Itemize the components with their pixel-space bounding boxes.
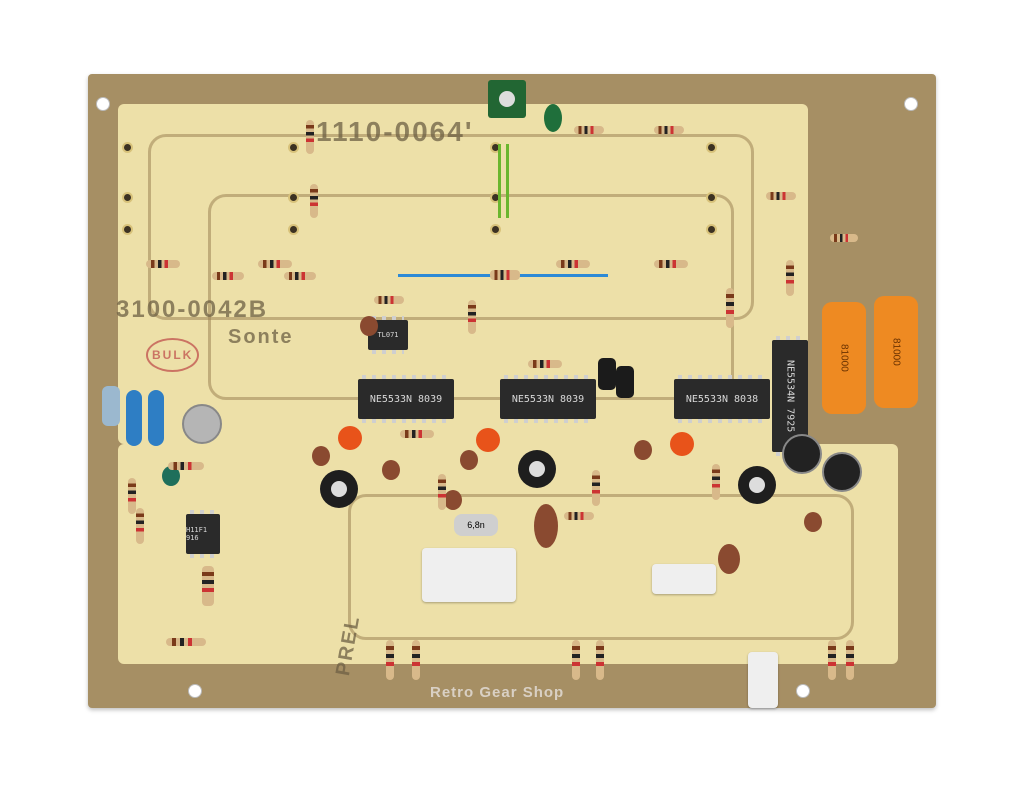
ceramic-capacitor bbox=[718, 544, 740, 574]
ceramic-capacitor bbox=[382, 460, 400, 480]
white-box-capacitor bbox=[748, 652, 778, 708]
resistor-vertical bbox=[572, 640, 580, 680]
mounting-hole bbox=[796, 684, 810, 698]
resistor bbox=[168, 462, 204, 470]
pad bbox=[122, 142, 133, 153]
orange-capacitor bbox=[476, 428, 500, 452]
tantalum-capacitor-black bbox=[598, 358, 616, 390]
bulk-stamp: BULK bbox=[146, 338, 200, 372]
opto-coupler-chip: H11F1 916 bbox=[186, 510, 220, 558]
ceramic-capacitor bbox=[312, 446, 330, 466]
green-jumper-wire bbox=[506, 144, 509, 218]
tantalum-capacitor-black bbox=[616, 366, 634, 398]
resistor bbox=[166, 638, 206, 646]
resistor bbox=[830, 234, 858, 242]
resistor bbox=[654, 126, 684, 134]
green-capacitor-top bbox=[544, 104, 562, 132]
trace bbox=[348, 494, 854, 640]
watermark-text: Retro Gear Shop bbox=[430, 684, 565, 701]
resistor-vertical bbox=[202, 566, 214, 606]
op-amp-chip-2: NE5533N 8039 bbox=[500, 375, 596, 423]
trimmer-potentiometer bbox=[518, 450, 556, 488]
circuit-board: 1110-0064' 3100-0042B Sonte BULK PREL NE… bbox=[88, 74, 936, 708]
sub-label-left: Sonte bbox=[228, 326, 294, 348]
pad bbox=[706, 142, 717, 153]
resistor-vertical bbox=[386, 640, 394, 680]
resistor bbox=[556, 260, 590, 268]
resistor-vertical bbox=[846, 640, 854, 680]
electrolytic-capacitor-2: 81000 bbox=[874, 296, 918, 408]
part-number-top: 1110-0064' bbox=[316, 116, 474, 147]
resistor bbox=[284, 272, 316, 280]
green-capacitor bbox=[162, 466, 180, 486]
electrolytic-capacitor-1: 81000 bbox=[822, 302, 866, 414]
resistor bbox=[766, 192, 796, 200]
trimmer-potentiometer bbox=[320, 470, 358, 508]
resistor-vertical bbox=[438, 474, 446, 510]
pad bbox=[706, 192, 717, 203]
resistor-vertical bbox=[596, 640, 604, 680]
part-number-left: 3100-0042B bbox=[116, 296, 269, 323]
resistor-vertical bbox=[306, 120, 314, 154]
can-capacitor bbox=[782, 434, 822, 474]
resistor bbox=[528, 360, 562, 368]
ceramic-capacitor bbox=[444, 490, 462, 510]
resistor bbox=[212, 272, 244, 280]
pad bbox=[490, 224, 501, 235]
resistor-vertical bbox=[136, 508, 144, 544]
orange-capacitor bbox=[338, 426, 362, 450]
resistor bbox=[374, 296, 404, 304]
pad bbox=[288, 142, 299, 153]
resistor bbox=[654, 260, 688, 268]
resistor bbox=[564, 512, 594, 520]
blue-capacitor bbox=[148, 390, 164, 446]
resistor bbox=[146, 260, 180, 268]
mounting-hole bbox=[188, 684, 202, 698]
resistor bbox=[490, 270, 520, 280]
op-amp-chip-3: NE5533N 8038 bbox=[674, 375, 770, 423]
pad bbox=[288, 192, 299, 203]
green-jumper-wire bbox=[498, 144, 501, 218]
trace bbox=[148, 134, 754, 320]
white-box-capacitor bbox=[652, 564, 716, 594]
resistor-vertical bbox=[412, 640, 420, 680]
film-capacitor: 6,8n bbox=[454, 514, 498, 536]
resistor-vertical bbox=[128, 478, 136, 514]
trimmer-potentiometer bbox=[738, 466, 776, 504]
can-capacitor bbox=[822, 452, 862, 492]
white-box-capacitor bbox=[422, 548, 516, 602]
blue-capacitor bbox=[126, 390, 142, 446]
resistor-vertical bbox=[310, 184, 318, 218]
mounting-hole bbox=[904, 97, 918, 111]
resistor-vertical bbox=[468, 300, 476, 334]
resistor-vertical bbox=[828, 640, 836, 680]
resistor-vertical bbox=[592, 470, 600, 506]
op-amp-chip-1: NE5533N 8039 bbox=[358, 375, 454, 423]
ceramic-capacitor bbox=[460, 450, 478, 470]
op-amp-chip-4: NE5534N 7925 bbox=[772, 336, 808, 456]
ceramic-capacitor bbox=[360, 316, 378, 336]
trace bbox=[208, 194, 734, 400]
pad bbox=[288, 224, 299, 235]
resistor-vertical bbox=[726, 288, 734, 328]
tantalum-capacitor bbox=[534, 504, 558, 548]
resistor-vertical bbox=[786, 260, 794, 296]
metal-can-transistor bbox=[182, 404, 222, 444]
resistor bbox=[574, 126, 604, 134]
pad bbox=[706, 224, 717, 235]
glass-component bbox=[102, 386, 120, 426]
resistor bbox=[400, 430, 434, 438]
trimmer-potentiometer-top bbox=[488, 80, 526, 118]
mounting-hole bbox=[96, 97, 110, 111]
orange-capacitor bbox=[670, 432, 694, 456]
pad bbox=[122, 224, 133, 235]
resistor-vertical bbox=[712, 464, 720, 500]
pad bbox=[122, 192, 133, 203]
resistor bbox=[258, 260, 292, 268]
ceramic-capacitor bbox=[634, 440, 652, 460]
ceramic-capacitor bbox=[804, 512, 822, 532]
